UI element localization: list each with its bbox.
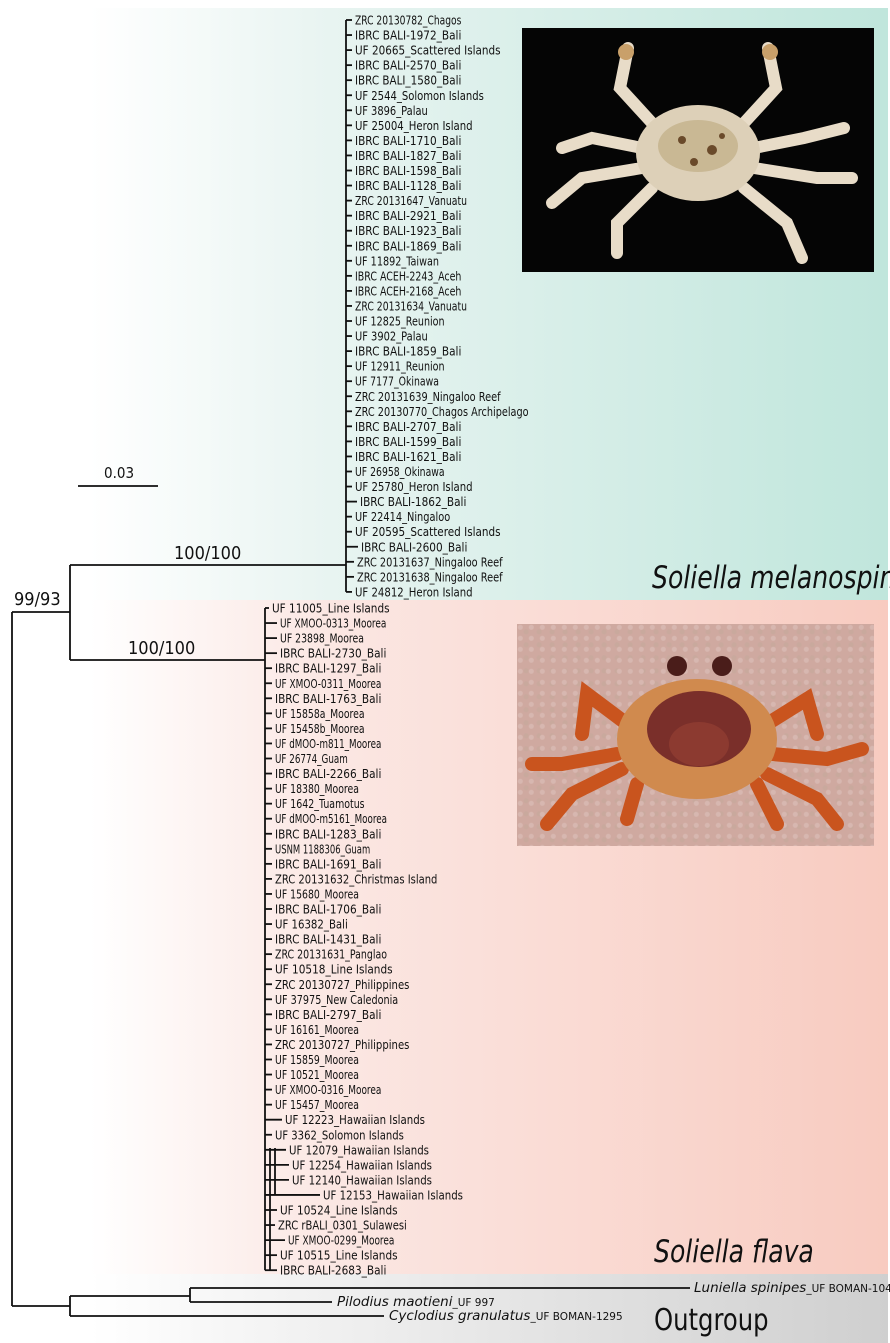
tip-label: IBRC BALI-1859_Bali — [355, 344, 461, 359]
melanospinis-clade-name: Soliella melanospinis — [652, 560, 890, 596]
tip-label: IBRC BALI-1128_Bali — [355, 178, 461, 193]
tip-label: UF 10518_Line Islands — [275, 962, 393, 977]
tip-label: UF 16161_Moorea — [275, 1022, 359, 1037]
tip-label: IBRC BALI-2921_Bali — [355, 208, 461, 223]
tip-label: IBRC BALI-1827_Bali — [355, 148, 461, 163]
tip-label: UF 10524_Line Islands — [280, 1203, 398, 1218]
tip-label: ZRC rBALI_0301_Sulawesi — [278, 1218, 407, 1233]
tip-label: UF 37975_New Caledonia — [275, 992, 398, 1007]
tip-label: UF 18380_Moorea — [275, 781, 359, 796]
root-support-label: 99/93 — [14, 589, 61, 610]
tip-label: IBRC BALI-1283_Bali — [275, 826, 381, 841]
tip-label: UF 11892_Taiwan — [355, 253, 439, 268]
tip-label: UF 12223_Hawaiian Islands — [285, 1112, 425, 1127]
tip-label: UF dMOO-m5161_Moorea — [275, 811, 387, 826]
tip-label: UF 12153_Hawaiian Islands — [323, 1187, 463, 1202]
tip-label: IBRC BALI-1431_Bali — [275, 932, 381, 947]
tip-label: UF 15458b_Moorea — [275, 721, 365, 736]
tip-label: UF 24812_Heron Island — [355, 584, 473, 599]
tip-label: ZRC 20131639_Ningaloo Reef — [355, 389, 501, 404]
tip-label: UF 26774_Guam — [275, 751, 348, 766]
tip-label: ZRC 20130770_Chagos Archipelago — [355, 404, 529, 419]
tip-label: IBRC BALI-1763_Bali — [275, 691, 381, 706]
tip-label: ZRC 20131632_Christmas Island — [275, 871, 437, 886]
tip-label: UF 7177_Okinawa — [355, 374, 439, 389]
tip-label: UF XMOO-0316_Moorea — [275, 1082, 381, 1097]
tip-label: UF 1642_Tuamotus — [275, 796, 365, 811]
tip-label: UF 12140_Hawaiian Islands — [292, 1172, 432, 1187]
tip-label: ZRC 20131638_Ningaloo Reef — [357, 569, 503, 584]
tip-label: UF 3902_Palau — [355, 329, 428, 344]
tip-label: UF 10521_Moorea — [275, 1067, 359, 1082]
tip-label: UF 12079_Hawaiian Islands — [289, 1142, 429, 1157]
flava-clade-name: Soliella flava — [654, 1234, 814, 1270]
tip-label: ZRC 20131634_Vanuatu — [355, 298, 467, 313]
tip-label: IBRC BALI-2707_Bali — [355, 419, 461, 434]
tip-label: UF 20665_Scattered Islands — [355, 43, 501, 58]
tip-label: IBRC BALI-2683_Bali — [280, 1263, 386, 1278]
tip-label: UF XMOO-0311_Moorea — [275, 676, 381, 691]
tip-label: UF XMOO-0299_Moorea — [288, 1233, 394, 1248]
outgroup-clade-name: Outgroup — [654, 1303, 769, 1338]
tip-label: UF 23898_Moorea — [280, 631, 364, 646]
tip-label: ZRC 20130782_Chagos — [355, 13, 461, 28]
tip-label: ZRC 20130727_Philippines — [275, 1037, 409, 1052]
tip-label: UF 12911_Reunion — [355, 359, 445, 374]
tip-label: ZRC 20131631_Panglao — [275, 947, 387, 962]
flava-support-label: 100/100 — [128, 638, 195, 659]
tip-label: IBRC BALI-1706_Bali — [275, 902, 381, 917]
tip-label: UF 2544_Solomon Islands — [355, 88, 484, 103]
tip-label: IBRC ACEH-2243_Aceh — [355, 268, 461, 283]
tip-label: IBRC BALI-1297_Bali — [275, 661, 381, 676]
tip-label: IBRC BALI-1710_Bali — [355, 133, 461, 148]
outgroup-tip-label: Luniella spinipes_UF BOMAN-10427 — [694, 1280, 890, 1296]
melanospinis-support-label: 100/100 — [174, 543, 241, 564]
tip-label: IBRC BALI-1691_Bali — [275, 856, 381, 871]
tip-label: UF 3896_Palau — [355, 103, 428, 118]
tip-label: UF 3362_Solomon Islands — [275, 1127, 404, 1142]
tip-label: IBRC BALI-2730_Bali — [280, 646, 386, 661]
tip-label: UF 15457_Moorea — [275, 1097, 359, 1112]
tip-label: IBRC BALI-2797_Bali — [275, 1007, 381, 1022]
tip-label: ZRC 20131637_Ningaloo Reef — [357, 554, 503, 569]
tip-label: UF dMOO-m811_Moorea — [275, 736, 381, 751]
tip-label: IBRC BALI-1862_Bali — [360, 494, 466, 509]
tip-label: IBRC BALI-1923_Bali — [355, 223, 461, 238]
tip-label: IBRC BALI-1599_Bali — [355, 434, 461, 449]
tip-label: IBRC BALI-1598_Bali — [355, 163, 461, 178]
tip-label: UF 20595_Scattered Islands — [355, 524, 501, 539]
tip-label: IBRC BALI-1869_Bali — [355, 238, 461, 253]
tip-label: IBRC ACEH-2168_Aceh — [355, 283, 461, 298]
tip-label: UF 15680_Moorea — [275, 886, 359, 901]
tip-label: IBRC BALI-1972_Bali — [355, 28, 461, 43]
tip-label: UF 12825_Reunion — [355, 314, 445, 329]
tip-label: IBRC BALI-2266_Bali — [275, 766, 381, 781]
tip-label: UF 26958_Okinawa — [355, 464, 445, 479]
tip-label: UF XMOO-0313_Moorea — [280, 616, 386, 631]
tip-label: UF 12254_Hawaiian Islands — [292, 1157, 432, 1172]
tip-label: IBRC BALI-1621_Bali — [355, 449, 461, 464]
tip-label: UF 15858a_Moorea — [275, 706, 365, 721]
tip-label: IBRC BALI_1580_Bali — [355, 73, 461, 88]
tip-label: UF 25004_Heron Island — [355, 118, 473, 133]
tip-label: ZRC 20130727_Philippines — [275, 977, 409, 992]
tip-label: USNM 1188306_Guam — [275, 841, 370, 856]
tip-label: UF 22414_Ningaloo — [355, 509, 450, 524]
tip-label: UF 16382_Bali — [275, 917, 348, 932]
tip-label: UF 25780_Heron Island — [355, 479, 473, 494]
tip-label: UF 10515_Line Islands — [280, 1248, 398, 1263]
tip-label: ZRC 20131647_Vanuatu — [355, 193, 467, 208]
tip-label: IBRC BALI-2600_Bali — [361, 539, 467, 554]
tip-label: UF 15859_Moorea — [275, 1052, 359, 1067]
outgroup-tip-label: Cyclodius granulatus_UF BOMAN-1295 — [389, 1308, 623, 1324]
tip-label: UF 11005_Line Islands — [272, 601, 390, 616]
scale-bar-label: 0.03 — [104, 464, 134, 482]
tip-label: IBRC BALI-2570_Bali — [355, 58, 461, 73]
